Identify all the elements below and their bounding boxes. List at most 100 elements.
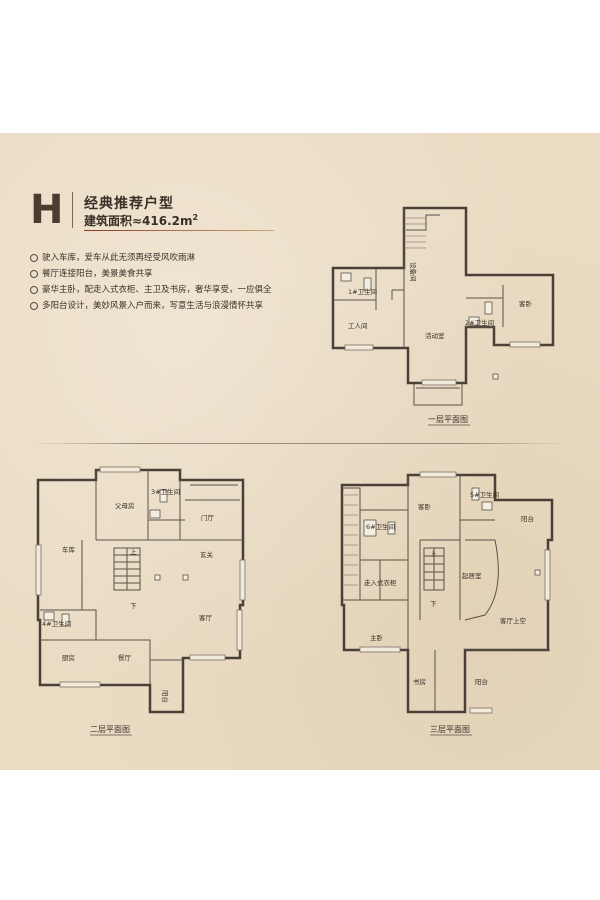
brochure-sheet [0,133,600,770]
feature-item: 豪华主卧，配走入式衣柜、主卫及书房，奢华享受，一应俱全 [30,282,272,298]
feature-list: 驶入车库，爱车从此无须再经受风吹雨淋 餐厅连接阳台，美景美食共享 豪华主卧，配走… [30,250,272,314]
toilet-icon [61,613,70,627]
floor2-window [35,544,42,596]
floor3-terrace-ledge [342,487,361,601]
floor3-outer-wall [340,473,554,714]
stair-down-label: 下 [130,602,137,610]
stair-up-label: 上 [130,547,137,556]
room-label-worker: 工人间 [348,322,368,330]
floor-plan-1: 设备间 1#卫生间 工人间 活动室 2#卫生间 客卧 一层平面图 [331,206,555,426]
floor2-window [99,466,141,473]
toilet-icon [387,521,396,535]
floor1-guest-walls [466,285,504,328]
room-label-foyer-room: 门厅 [201,513,215,522]
feature-text: 多阳台设计，美妙风景入户而来，写意生活与浪漫情怀共享 [42,301,264,311]
floor1-interior-walls [333,268,405,348]
bullet-circle-icon [30,269,38,278]
room-label-wc4: 4#卫生间 [42,619,71,628]
floor1-caption: 一层平面图 [428,415,468,424]
toilet-icon [159,489,168,503]
room-label-activity: 活动室 [425,331,445,340]
floor2-window [189,654,226,661]
room-label-guest: 客卧 [519,299,533,308]
floor-area: 建筑面积≈416.2m2 [84,212,198,229]
column-icon [534,569,541,576]
room-label-wc5: 5#卫生间 [470,490,499,499]
room-label-family: 起居室 [462,571,482,580]
floor-area-value: 建筑面积≈416.2m [84,214,193,228]
floor1-entrance-porch [413,383,463,406]
room-label-kitchen: 厨房 [62,653,75,662]
room-label-wc2: 2#卫生间 [465,318,494,327]
floor-plan-2: 父母房 3#卫生间 门厅 车库 玄关 上 下 客厅 4#卫生间 厨房 餐厅 阳台… [35,466,246,736]
floor3-stair [423,547,445,591]
floor3-caption: 三层平面图 [430,725,470,734]
room-label-master: 主卧 [370,633,384,642]
room-label-garage: 车库 [62,545,76,554]
floor2-outer-wall [36,468,245,714]
room-label-living: 客厅 [199,613,213,622]
floor3-inner-walls [407,475,495,650]
room-label-study: 书房 [413,677,426,686]
column-icon [154,574,161,581]
bathtub-icon [363,519,377,537]
room-label-entry: 玄关 [200,550,214,559]
room-label-balcony-b: 阳台 [475,677,488,686]
room-label-wc6: 6#卫生间 [366,522,395,531]
floor2-window [59,681,101,688]
floor2-window [239,559,246,601]
title-underline [84,230,274,231]
basin-icon [43,611,55,621]
floor2-entry-steps [185,484,240,501]
feature-item: 多阳台设计，美妙风景入户而来，写意生活与浪漫情怀共享 [30,298,272,314]
room-label-balcony: 阳台 [161,690,170,703]
toilet-icon [363,277,372,291]
basin-icon [340,272,352,282]
feature-item: 驶入车库，爱车从此无须再经受风吹雨淋 [30,250,272,266]
basin-icon [149,509,161,519]
bullet-circle-icon [30,301,38,310]
unit-title: 经典推荐户型 [84,196,174,212]
floor2-upper-walls [95,470,243,541]
floor1-stair-wall [403,208,440,268]
floor3-window [544,549,551,601]
feature-item: 餐厅连接阳台，美景美食共享 [30,266,272,282]
floor3-window [469,707,493,714]
floor1-window [509,341,541,348]
floor1-window [344,344,374,351]
floor2-stair [113,547,141,591]
room-label-closet: 走入式衣柜 [364,578,397,587]
floor-area-unit-superscript: 2 [192,213,199,222]
room-label-wc3: 3#卫生间 [151,487,180,496]
toilet-icon [471,487,480,501]
column-icon [492,373,499,380]
floor1-stair-treads [406,217,426,249]
feature-text: 豪华主卧，配走入式衣柜、主卫及书房，奢华享受，一应俱全 [42,285,272,295]
title-separator [72,192,73,228]
floor2-window [236,609,243,651]
floor2-caption: 二层平面图 [90,725,130,734]
floor1-window [421,379,457,386]
room-label-dining: 餐厅 [118,653,132,662]
floor3-window [359,646,401,653]
room-label-storage: 设备间 [409,262,418,282]
room-label-guest: 客卧 [418,502,432,511]
column-icon [182,574,189,581]
unit-type-letter: H [30,187,64,233]
floor3-terrace-hatch [344,494,358,586]
floor3-window [419,471,457,478]
toilet-icon [484,301,493,315]
room-label-wc1: 1#卫生间 [348,287,377,296]
basin-icon [481,501,493,511]
floor-plan-3: 客卧 5#卫生间 阳台 6#卫生间 起居室 走入式衣柜 上 下 主卧 客厅上空 … [340,471,554,736]
floor3-study-walls [434,649,550,712]
feature-text: 餐厅连接阳台，美景美食共享 [42,269,153,279]
bullet-circle-icon [30,253,38,262]
feature-text: 驶入车库，爱车从此无须再经受风吹雨淋 [42,253,196,263]
room-label-living-upper: 客厅上空 [500,616,527,625]
room-label-parents: 父母房 [115,501,135,510]
room-label-balcony-a: 阳台 [521,514,534,523]
bullet-circle-icon [30,285,38,294]
stair-down-label: 下 [430,600,437,608]
